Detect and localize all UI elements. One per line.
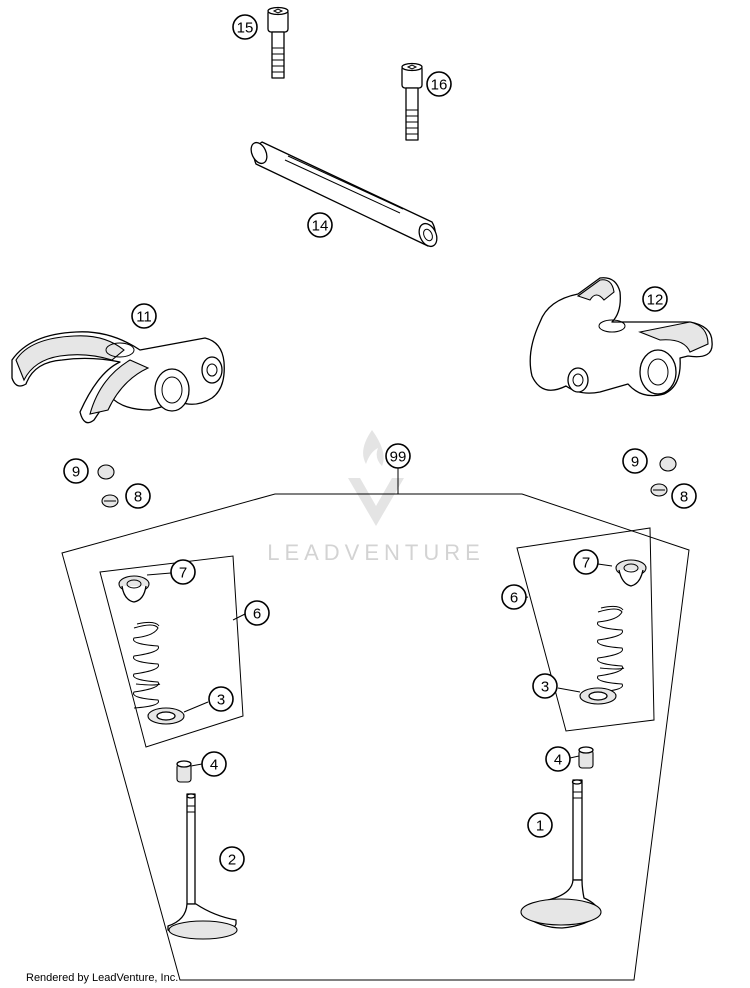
leader-3-left [183, 701, 209, 713]
valve-cap-9-right-icon [659, 456, 677, 472]
leader-7-right [597, 563, 613, 567]
svg-text:9: 9 [631, 454, 639, 471]
svg-text:6: 6 [253, 606, 261, 623]
callout-15: 15 [232, 14, 258, 40]
leader-3-right [557, 687, 581, 693]
valve-1-icon [520, 779, 602, 929]
svg-text:14: 14 [312, 218, 329, 235]
svg-text:11: 11 [136, 309, 152, 326]
callout-3-right: 3 [532, 673, 558, 699]
callout-2: 2 [219, 846, 245, 872]
callout-11: 11 [131, 303, 157, 329]
valve-spring-left-icon [133, 621, 161, 709]
svg-text:16: 16 [431, 77, 448, 94]
valve-2-icon [167, 793, 238, 940]
rocker-arm-12-icon [529, 277, 713, 397]
callout-6-right: 6 [501, 584, 527, 610]
valve-cap-9-left-icon [97, 464, 115, 480]
callout-9-right: 9 [622, 448, 648, 474]
svg-text:9: 9 [72, 464, 80, 481]
footer-credit: Rendered by LeadVenture, Inc. [26, 972, 179, 984]
svg-text:4: 4 [210, 757, 218, 774]
svg-text:3: 3 [541, 679, 549, 696]
rocker-arm-11-icon [11, 331, 225, 424]
callout-1: 1 [527, 812, 553, 838]
svg-text:6: 6 [510, 590, 518, 607]
svg-text:3: 3 [217, 692, 225, 709]
leader-7-left [146, 572, 172, 576]
callout-4-left: 4 [201, 751, 227, 777]
spring-seat-3-left-icon [147, 707, 185, 725]
callout-9-left: 9 [63, 458, 89, 484]
callout-99: 99 [385, 443, 411, 469]
valve-kit-outline [61, 493, 690, 981]
callout-14: 14 [307, 212, 333, 238]
valve-seal-4-left-icon [176, 760, 192, 783]
bolt-15-icon [267, 6, 289, 79]
leader-4-left [190, 763, 203, 767]
valve-seal-4-right-icon [578, 746, 594, 769]
svg-text:7: 7 [179, 565, 187, 582]
svg-text:2: 2 [228, 852, 236, 869]
watermark-text: LEADVENTURE [267, 540, 485, 565]
callout-3-left: 3 [208, 686, 234, 712]
callout-4-right: 4 [545, 746, 571, 772]
callout-8-right: 8 [671, 483, 697, 509]
right-spring-kit-outline [516, 527, 655, 732]
rocker-shaft-14-icon [250, 141, 438, 248]
svg-text:15: 15 [237, 20, 254, 37]
svg-text:8: 8 [134, 489, 142, 506]
svg-text:4: 4 [554, 752, 562, 769]
leadventure-watermark: LEADVENTURE [267, 430, 485, 565]
callout-12: 12 [642, 286, 668, 312]
valve-keeper-8-left-icon [101, 494, 119, 508]
valve-spring-right-icon [597, 605, 625, 693]
svg-text:8: 8 [680, 489, 688, 506]
bolt-16-icon [401, 62, 423, 141]
callout-8-left: 8 [125, 483, 151, 509]
spring-retainer-7-left-icon [118, 575, 150, 603]
callout-16: 16 [426, 71, 452, 97]
svg-text:1: 1 [536, 818, 544, 835]
valve-keeper-8-right-icon [650, 483, 668, 497]
callout-6-left: 6 [244, 600, 270, 626]
callout-7-left: 7 [170, 559, 196, 585]
spring-retainer-7-right-icon [615, 559, 647, 587]
leader-6-left [232, 613, 246, 621]
callout-7-right: 7 [573, 549, 599, 575]
svg-text:12: 12 [647, 292, 664, 309]
svg-text:99: 99 [390, 449, 407, 466]
svg-text:7: 7 [582, 555, 590, 572]
leader-4-right [569, 755, 580, 759]
spring-seat-3-right-icon [579, 687, 617, 705]
